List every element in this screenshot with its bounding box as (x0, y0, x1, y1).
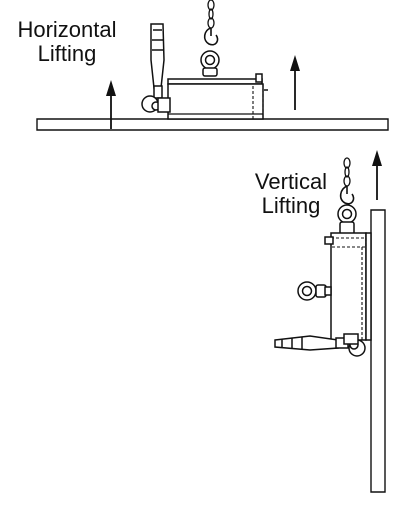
horizontal-lifting-label: Horizontal Lifting (2, 18, 132, 66)
horizontal-label-line1: Horizontal (17, 17, 117, 42)
eye-ring-icon (298, 282, 331, 300)
chain-icon (344, 158, 350, 186)
up-arrow-icon (106, 80, 116, 129)
lifting-magnet-horizontal (168, 74, 268, 119)
up-arrow-icon (290, 55, 300, 110)
horizontal-steel-plate (37, 119, 388, 130)
lifting-hook-icon (205, 28, 218, 45)
handle-lever-icon (142, 24, 170, 112)
handle-lever-icon (275, 334, 365, 356)
vertical-lifting-label: Vertical Lifting (242, 170, 340, 218)
eye-ring-icon (338, 205, 356, 234)
vertical-label-line1: Vertical (254, 169, 328, 194)
horizontal-label-line2: Lifting (37, 41, 97, 66)
eye-ring-icon (201, 51, 219, 76)
lifting-hook-icon (341, 186, 354, 204)
chain-icon (208, 0, 214, 28)
vertical-label-line2: Lifting (261, 193, 321, 218)
up-arrow-icon (372, 150, 382, 200)
vertical-steel-plate (371, 210, 385, 492)
lifting-magnet-vertical (325, 233, 371, 340)
